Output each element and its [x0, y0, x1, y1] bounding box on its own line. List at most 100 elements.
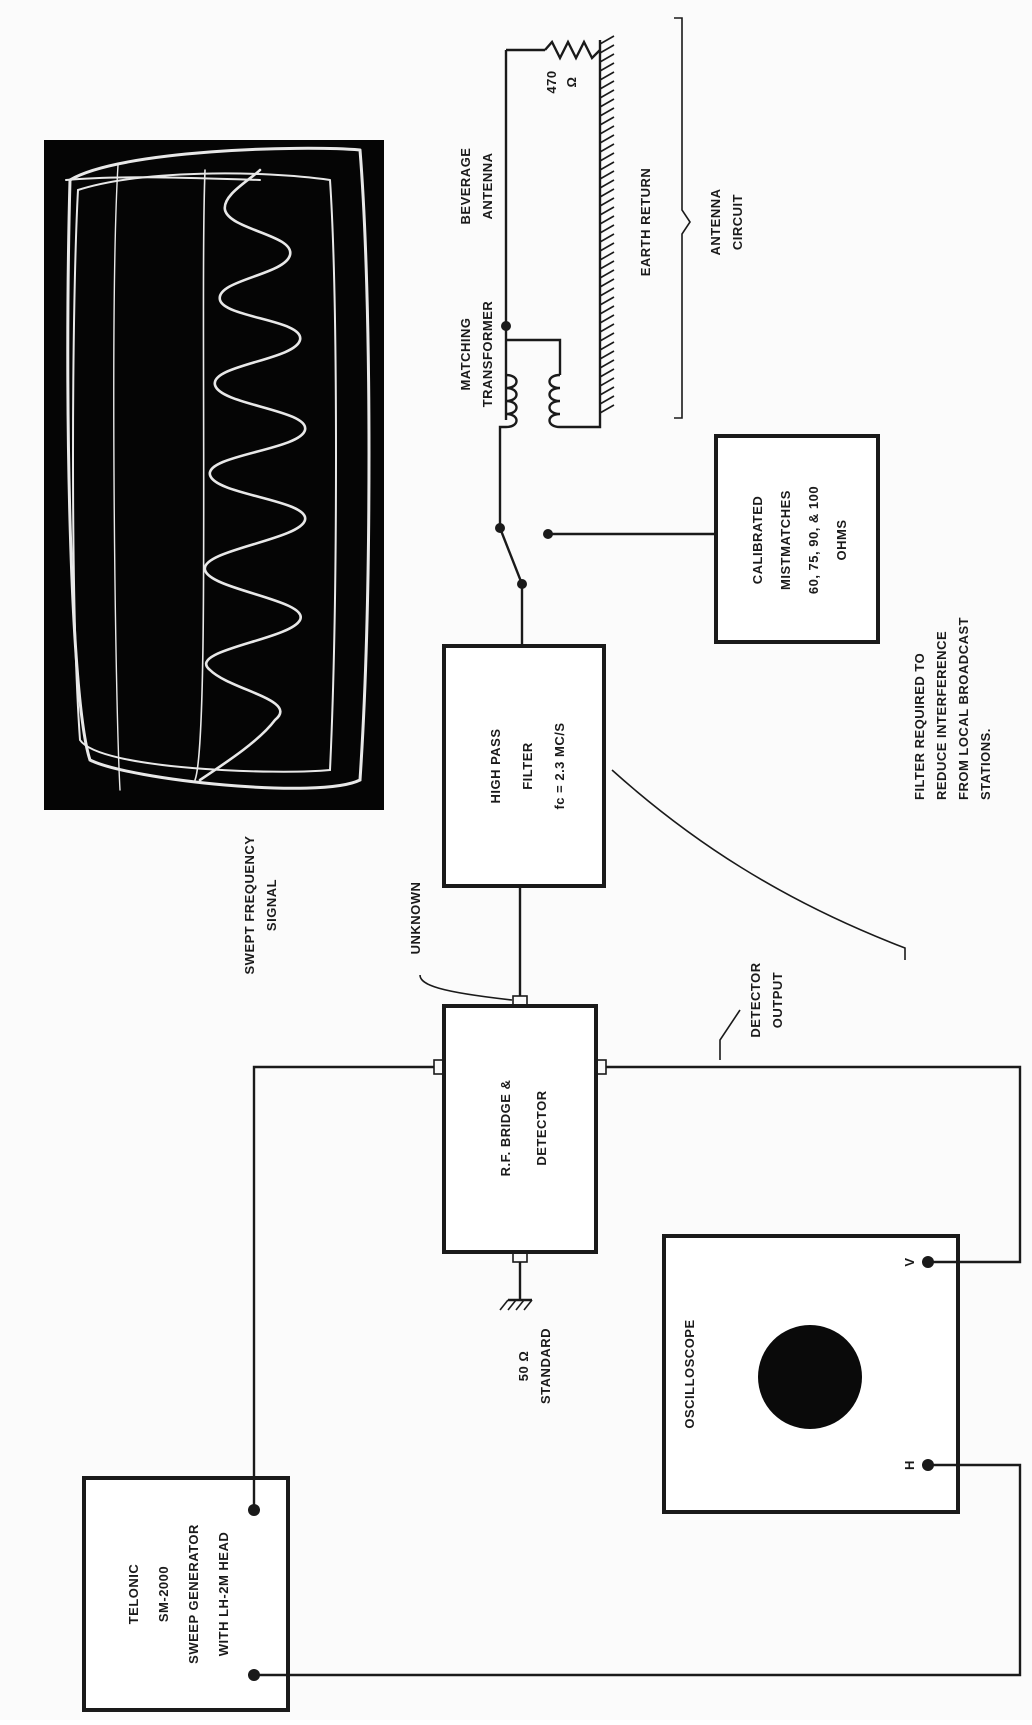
ground-hatch-mark: [599, 152, 615, 162]
ground-hatch-mark: [599, 116, 615, 126]
mismatches-line1: CALIBRATED: [750, 496, 765, 585]
mismatches-line3: 60, 75, 90, & 100: [806, 486, 821, 594]
filter-line3: fc = 2.3 MC/S: [552, 722, 567, 809]
ground-hatch-mark: [599, 314, 615, 324]
sweep-generator-block: TELONIC SM-2000 SWEEP GENERATOR WITH LH-…: [82, 1476, 290, 1712]
brace-shape: [674, 17, 691, 419]
unknown-label: UNKNOWN: [408, 882, 423, 955]
photo-background: [44, 140, 384, 810]
wire-generator-to-scope-h: [254, 1463, 1022, 1677]
ground-hatch-mark: [599, 395, 615, 405]
ground-hatch-mark: [599, 269, 615, 279]
swept-signal-label: SWEPT FREQUENCY SIGNAL: [242, 836, 279, 975]
oscilloscope-trace-photo: [44, 140, 384, 810]
detector-output-line1: DETECTOR: [748, 962, 763, 1037]
antenna-circuit-line1: ANTENNA: [708, 188, 723, 255]
ground-hatch-mark: [599, 161, 615, 171]
ground-hatch-mark: [599, 368, 615, 378]
ground-hatch-mark: [599, 62, 615, 72]
ground-hatch-mark: [599, 71, 615, 81]
generator-line2: SM-2000: [156, 1566, 171, 1622]
ground-hatch-mark: [599, 53, 615, 63]
response-ripple-trace: [198, 168, 307, 782]
wire-sweep-to-bridge: [252, 1065, 434, 1510]
filter-note-line2: REDUCE INTERFERENCE: [934, 631, 949, 800]
ground-hatch-mark: [599, 44, 615, 54]
ground-hatch-mark: [599, 143, 615, 153]
antenna-line1: BEVERAGE: [458, 148, 473, 225]
ground-hatch-mark: [599, 233, 615, 243]
resistor-value: 470: [544, 70, 559, 93]
ground-hatch-mark: [599, 287, 615, 297]
ground-hatch-mark: [599, 278, 615, 288]
rf-bridge-box: [442, 1004, 598, 1254]
ground-hatch-mark: [599, 215, 615, 225]
standard-value: 50 Ω: [516, 1351, 531, 1382]
ground-hatch-mark: [599, 197, 615, 207]
ground-hatch-mark: [599, 179, 615, 189]
wire-detector-to-scope-v: [606, 1065, 1022, 1264]
filter-note: FILTER REQUIRED TO REDUCE INTERFERENCE F…: [912, 617, 993, 800]
wire-switch-to-transformer: [498, 425, 506, 528]
beverage-antenna: BEVERAGE ANTENNA 470 Ω: [458, 39, 601, 331]
high-pass-filter-box: [442, 644, 606, 888]
filter-note-line1: FILTER REQUIRED TO: [912, 653, 927, 800]
transformer-line1: MATCHING: [458, 317, 473, 390]
ground-hatch-mark: [599, 386, 615, 396]
standard-label: STANDARD: [538, 1328, 553, 1404]
reference-trace-top: [65, 176, 261, 181]
termination-resistor: [544, 39, 601, 61]
detector-output-line2: OUTPUT: [770, 972, 785, 1028]
ground-hatch-mark: [599, 332, 615, 342]
wire-transformer-to-ground: [560, 418, 602, 429]
calibrated-mismatches-block: CALIBRATED MISTMATCHES 60, 75, 90, & 100…: [714, 434, 880, 644]
earth-return-ground: EARTH RETURN: [598, 35, 653, 418]
transformer-secondary: [548, 373, 561, 429]
matching-transformer: MATCHING TRANSFORMER: [458, 301, 561, 429]
bridge-line1: R.F. BRIDGE &: [498, 1080, 513, 1177]
outer-envelope-trace: [66, 146, 371, 790]
oscilloscope-screen: [758, 1325, 862, 1429]
filter-note-pointer: [611, 769, 906, 960]
ground-hatch-mark: [599, 188, 615, 198]
antenna-circuit-brace: ANTENNA CIRCUIT: [674, 17, 745, 419]
ground-hatch-mark: [599, 377, 615, 387]
ground-hatch-mark: [599, 224, 615, 234]
generator-line4: WITH LH-2M HEAD: [216, 1532, 231, 1657]
rf-bridge-block: R.F. BRIDGE & DETECTOR: [433, 995, 607, 1263]
ground-hatch-mark: [599, 296, 615, 306]
transformer-line2: TRANSFORMER: [480, 301, 495, 408]
baseline-trace: [113, 164, 121, 791]
swept-signal-line2: SIGNAL: [264, 879, 279, 931]
antenna-line2: ANTENNA: [480, 152, 495, 219]
high-pass-filter-block: HIGH PASS FILTER fc = 2.3 MC/S: [442, 644, 606, 888]
wire-transformer-secondary-top: [506, 338, 562, 375]
ground-hatch-mark: [599, 107, 615, 117]
center-axis-trace: [194, 169, 206, 781]
mismatches-line2: MISTMATCHES: [778, 490, 793, 590]
mismatches-box: [714, 434, 880, 644]
ground-hatch-mark: [599, 350, 615, 360]
ground-hatch-mark: [599, 251, 615, 261]
ground-hatch-mark: [599, 89, 615, 99]
earth-return-label: EARTH RETURN: [638, 168, 653, 277]
unknown-text: UNKNOWN: [408, 882, 423, 955]
oscilloscope-block: OSCILLOSCOPE V H: [662, 1234, 960, 1514]
filter-note-line3: FROM LOCAL BROADCAST: [956, 617, 971, 800]
mismatches-line4: OHMS: [834, 520, 849, 561]
ground-hatch-mark: [599, 323, 615, 333]
inner-envelope-trace: [72, 172, 337, 773]
bridge-line2: DETECTOR: [534, 1090, 549, 1165]
generator-line1: TELONIC: [126, 1564, 141, 1625]
wiring: [252, 326, 1022, 1677]
standard-termination: 50 Ω STANDARD: [499, 1262, 553, 1404]
generator-line3: SWEEP GENERATOR: [186, 1524, 201, 1664]
switch-arm: [498, 527, 524, 585]
terminal-h-label: H: [902, 1460, 917, 1470]
ground-hatch-mark: [599, 125, 615, 135]
filter-line2: FILTER: [520, 742, 535, 790]
selector-switch: [495, 523, 553, 589]
ground-hatch-mark: [599, 80, 615, 90]
